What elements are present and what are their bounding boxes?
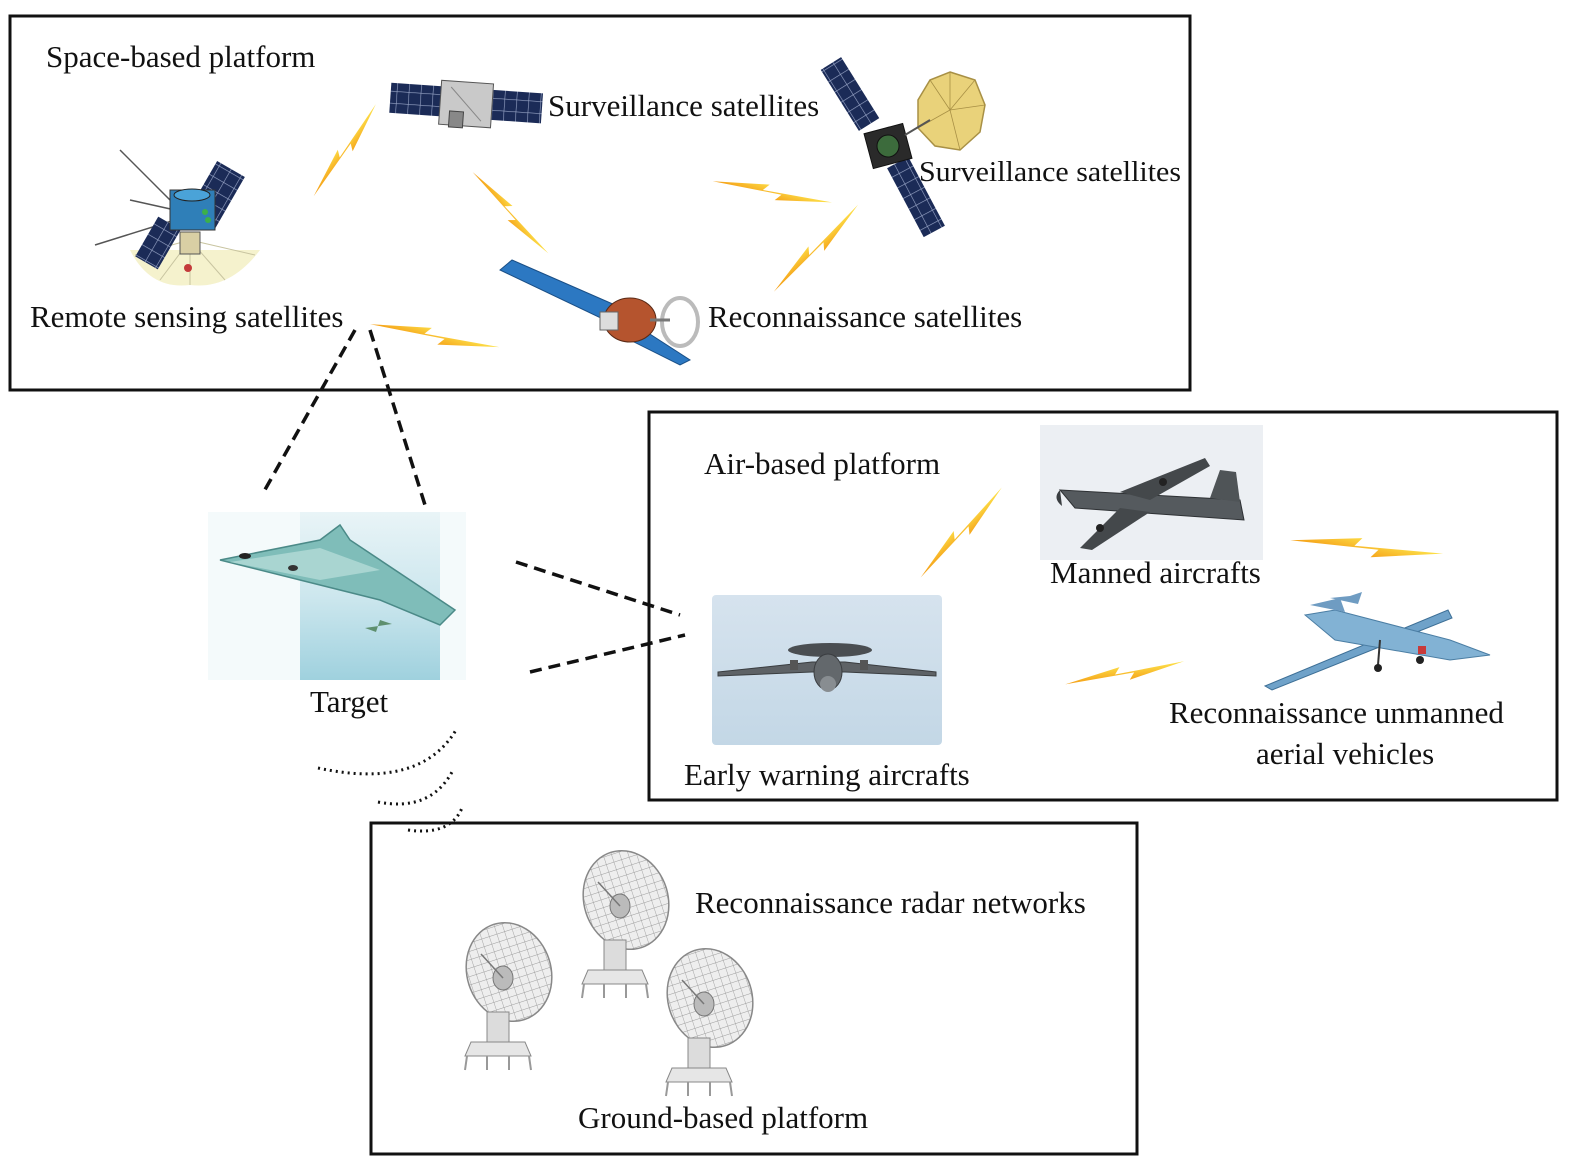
radar-dish-icon bbox=[452, 910, 566, 1071]
surveillance-satellites-label-2: Surveillance satellites bbox=[919, 156, 1181, 188]
lightning-icon bbox=[370, 306, 500, 365]
awacs-aircraft-icon bbox=[712, 595, 942, 745]
lightning-icon bbox=[302, 104, 388, 197]
remote-sensing-satellite-icon bbox=[94, 149, 260, 286]
lightning-icon bbox=[909, 487, 1013, 578]
satellite-icon bbox=[389, 79, 543, 129]
space-platform-box bbox=[8, 14, 1192, 392]
dashed-link-target-space bbox=[260, 329, 427, 506]
surveillance-satellites-label-1: Surveillance satellites bbox=[548, 88, 819, 123]
ground-platform-title: Ground-based platform bbox=[578, 1100, 868, 1135]
lightning-icon bbox=[472, 163, 549, 263]
uav-label-line2: aerial vehicles bbox=[1256, 736, 1434, 771]
lightning-icon bbox=[763, 204, 869, 292]
patrol-aircraft-icon bbox=[1040, 425, 1263, 560]
air-platform-box bbox=[647, 410, 1559, 802]
radar-networks-label: Reconnaissance radar networks bbox=[695, 885, 1086, 920]
manned-aircrafts-label: Manned aircrafts bbox=[1050, 555, 1261, 590]
early-warning-label: Early warning aircrafts bbox=[684, 757, 970, 792]
lightning-icon bbox=[1290, 519, 1444, 575]
uav-label-line1: Reconnaissance unmanned bbox=[1169, 695, 1504, 730]
reconnaissance-satellites-label: Reconnaissance satellites bbox=[708, 299, 1022, 334]
stealth-aircraft-icon bbox=[208, 512, 466, 680]
target-label: Target bbox=[310, 684, 389, 719]
ground-platform-box bbox=[369, 821, 1139, 1156]
radar-dish-icon bbox=[569, 838, 683, 999]
space-platform-title: Space-based platform bbox=[46, 39, 315, 74]
air-platform-title: Air-based platform bbox=[704, 446, 940, 481]
lightning-icon bbox=[712, 165, 833, 219]
radar-dish-icon bbox=[653, 936, 767, 1097]
dotted-link-target-ground bbox=[317, 729, 464, 833]
uav-icon bbox=[1263, 592, 1491, 691]
lightning-icon bbox=[1064, 661, 1185, 685]
dish-satellite-icon bbox=[820, 57, 986, 238]
dashed-link-target-air bbox=[515, 560, 686, 674]
reconnaissance-satellite-icon bbox=[499, 259, 700, 366]
remote-sensing-label: Remote sensing satellites bbox=[30, 299, 343, 334]
